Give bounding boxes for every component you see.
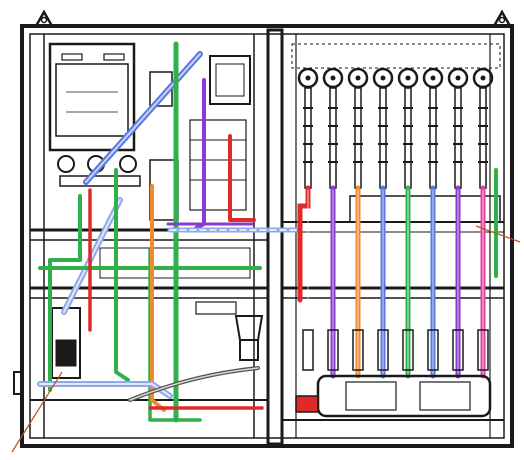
pipe-fitting	[377, 329, 389, 371]
right-callout-leader	[475, 225, 521, 243]
red-process-pipe	[297, 185, 311, 227]
valve-stem	[304, 87, 312, 189]
valve-stem	[379, 87, 387, 189]
left-callout-leader	[11, 371, 63, 453]
pipe-fitting	[302, 329, 314, 371]
valve-hub	[380, 75, 386, 81]
valve-handwheel	[447, 67, 469, 89]
left-bay-pipes	[37, 41, 303, 423]
valve-hub	[430, 75, 436, 81]
valve-hub	[480, 75, 486, 81]
valve-stem	[404, 87, 412, 189]
right-bay-valves	[297, 67, 494, 189]
pipe-fitting	[402, 329, 414, 371]
bottom-tank	[295, 374, 492, 418]
valve-handwheel	[422, 67, 444, 89]
control-panel-box	[48, 42, 136, 152]
valve-handwheel	[347, 67, 369, 89]
valve-handwheel	[297, 67, 319, 89]
valve-stem	[454, 87, 462, 189]
pipe-fitting	[477, 329, 489, 371]
valve-handwheel	[322, 67, 344, 89]
valve-hub	[455, 75, 461, 81]
valve-stem	[479, 87, 487, 189]
valve-handwheel	[397, 67, 419, 89]
valve-handwheel	[372, 67, 394, 89]
valve-hub	[305, 75, 311, 81]
pipe-fitting	[427, 329, 439, 371]
pipe-fitting	[452, 329, 464, 371]
callout-leaders	[11, 225, 521, 453]
right-bay-pipes	[297, 168, 498, 379]
left-lifting-lug	[33, 9, 55, 28]
valve-hub	[405, 75, 411, 81]
right-bay-manifold	[291, 43, 501, 223]
valve-hub	[330, 75, 336, 81]
pipe-fitting	[327, 329, 339, 371]
valve-hub	[355, 75, 361, 81]
right-lifting-lug	[491, 9, 513, 28]
pipe-fitting	[352, 329, 364, 371]
valve-stem	[354, 87, 362, 189]
valve-stem	[329, 87, 337, 189]
valve-handwheel	[472, 67, 494, 89]
side-handle	[13, 371, 23, 395]
filter-housing	[234, 315, 264, 341]
valve-stem	[429, 87, 437, 189]
